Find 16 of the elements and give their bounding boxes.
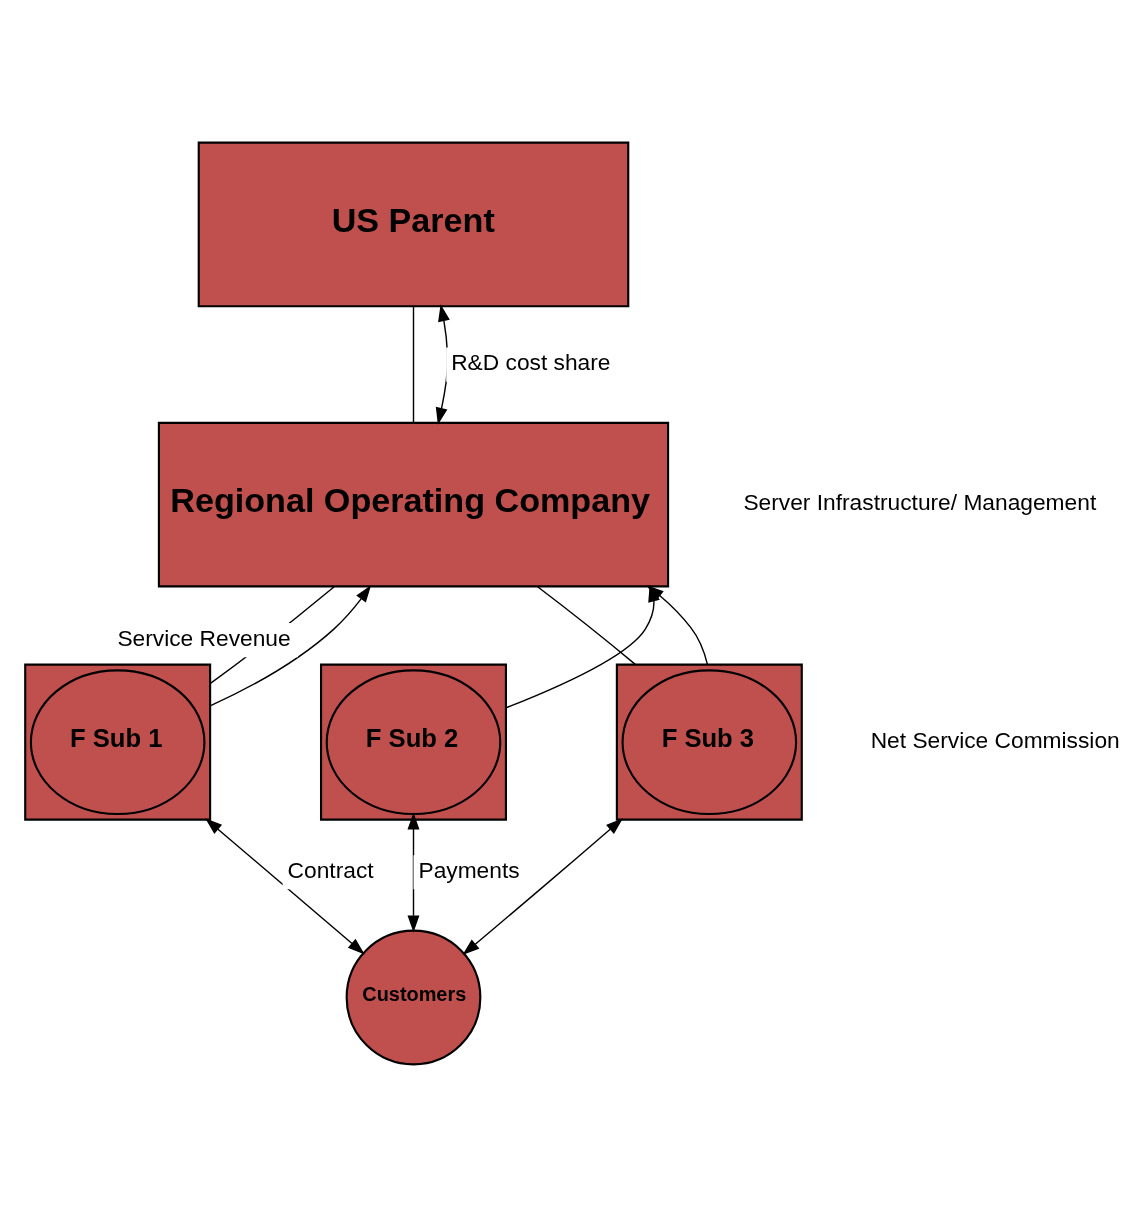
node-ellipse: F Sub 1	[29, 668, 206, 815]
edge-label: R&D cost share	[451, 348, 611, 375]
node-ellipse: F Sub 3	[621, 668, 798, 815]
arrow	[407, 811, 420, 932]
label: Server Infrastructure/ Management	[743, 488, 1097, 515]
edge-label: Contract	[287, 856, 374, 883]
edge-label: Service Revenue	[117, 624, 291, 651]
edge-label: Payments	[418, 856, 520, 883]
arrow	[205, 817, 365, 954]
label: Net Service Commission	[870, 726, 1120, 753]
connector	[536, 585, 637, 665]
node-box: Regional Operating Company	[157, 421, 670, 587]
node-box: US Parent	[197, 141, 630, 307]
connector	[412, 305, 415, 423]
node-ellipse: F Sub 2	[325, 668, 502, 815]
arrow	[462, 817, 623, 955]
